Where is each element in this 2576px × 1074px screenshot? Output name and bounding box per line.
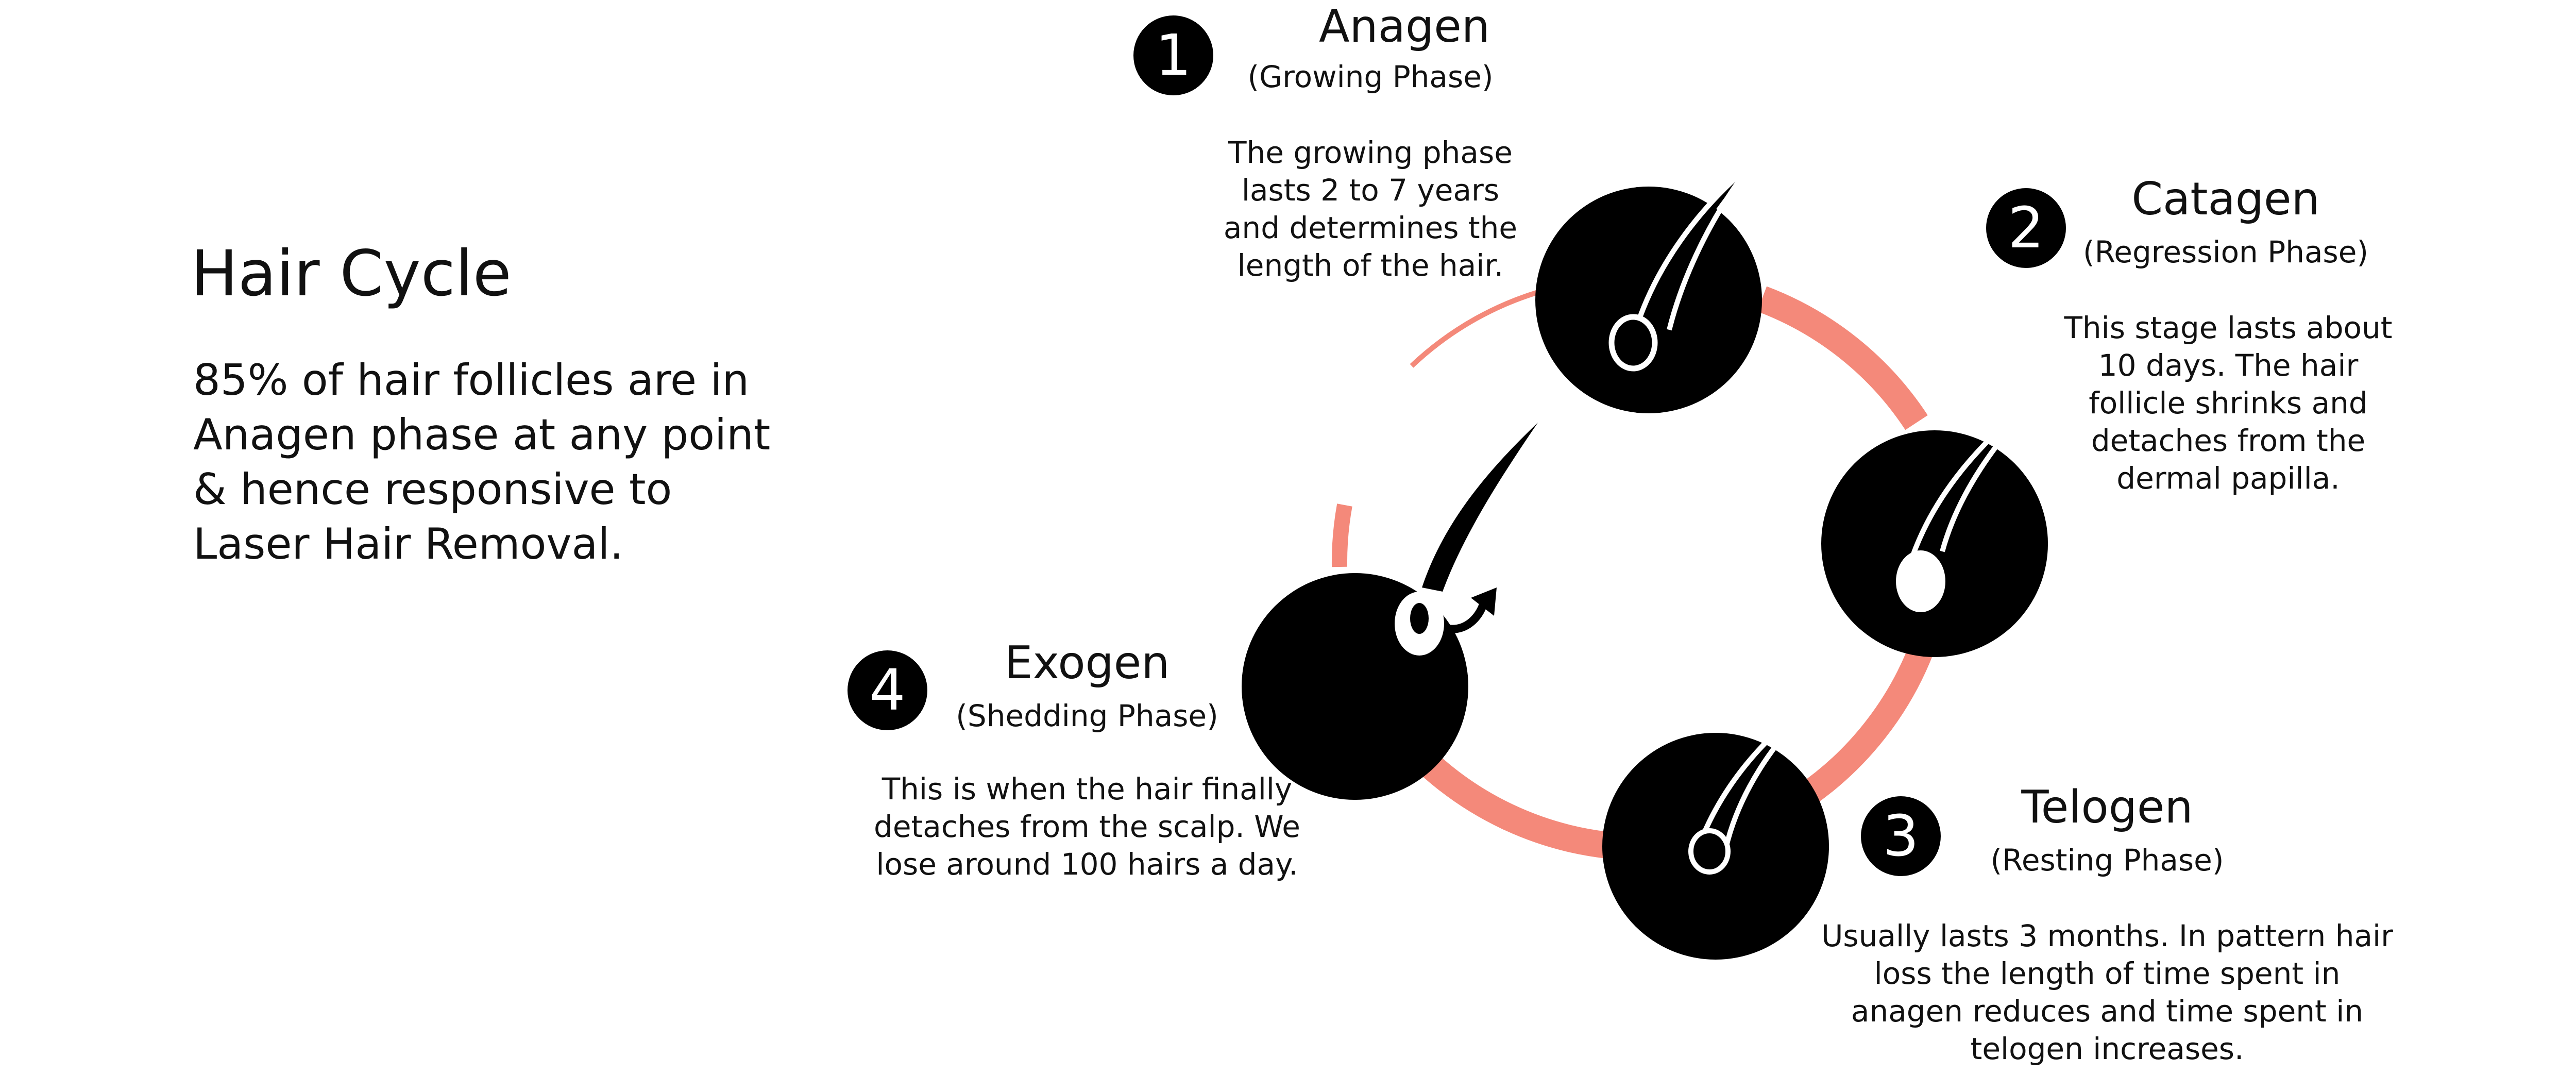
- diagram-title: Hair Cycle: [191, 237, 512, 310]
- hair-telogen-icon: [1688, 696, 1821, 875]
- phase-name-exogen: Exogen: [1004, 636, 1170, 689]
- phase-description-telogen: Usually lasts 3 months. In pattern hair …: [1821, 918, 2393, 1066]
- ring-arc-catagen-telogen: [1786, 630, 1939, 815]
- hair-anagen-icon: [1608, 162, 1754, 372]
- phase-name-telogen: Telogen: [2021, 781, 2193, 833]
- phase-name-catagen: Catagen: [2131, 173, 2320, 225]
- phase-number-badge: 3: [1861, 796, 1941, 876]
- hair-exogen-icon: [1395, 423, 1538, 656]
- phase-description-anagen: The growing phase lasts 2 to 7 years and…: [1223, 135, 1518, 283]
- phase-number-badge: 4: [848, 650, 927, 730]
- phase-subtitle-anagen: (Growing Phase): [1247, 59, 1494, 94]
- cycle-ring: [1331, 286, 1939, 859]
- hair-catagen-icon: [1896, 390, 2045, 612]
- ring-arc-exogen-tail: [1331, 504, 1352, 567]
- shedding-arrow-icon: [1447, 601, 1488, 633]
- phase-subtitle-exogen: (Shedding Phase): [956, 698, 1218, 733]
- phase-name-anagen: Anagen: [1319, 0, 1490, 53]
- follicle-catagen-circle: [1821, 430, 2048, 657]
- phase-subtitle-catagen: (Regression Phase): [2082, 234, 2369, 270]
- ring-arc-anagen-catagen: [1757, 286, 1928, 430]
- phase-description-catagen: This stage lasts about 10 days. The hair…: [2064, 310, 2393, 496]
- ring-arc-anagen-tail: [1410, 286, 1552, 368]
- phase-subtitle-telogen: (Resting Phase): [1990, 843, 2224, 878]
- intro-text: 85% of hair follicles are in Anagen phas…: [193, 355, 771, 569]
- ring-arc-telogen-exogen: [1412, 748, 1609, 859]
- phase-description-exogen: This is when the hair finally detaches f…: [874, 771, 1300, 882]
- phase-number-badge: 1: [1133, 15, 1213, 95]
- phase-number-badge: 2: [1986, 188, 2066, 268]
